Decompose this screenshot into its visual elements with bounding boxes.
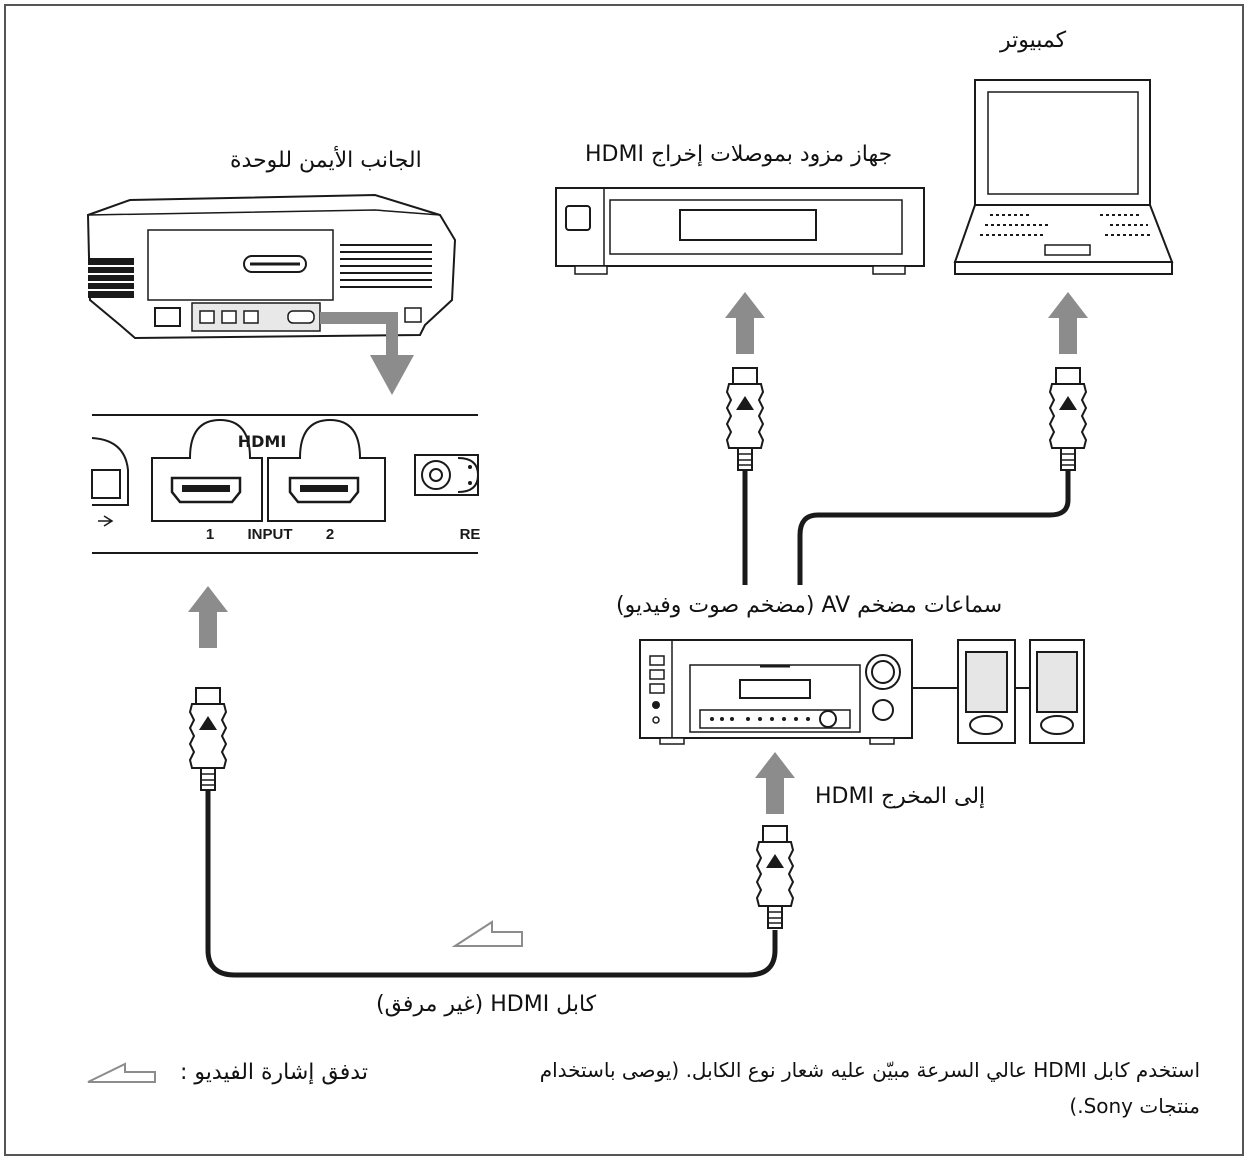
- speakers: [957, 639, 1085, 744]
- legend-flow-arrow-icon: [87, 1062, 156, 1083]
- re-label: RE: [460, 526, 481, 543]
- hdmi-plug-device: [726, 367, 764, 471]
- port-2-label: 2: [326, 526, 334, 543]
- computer: [953, 79, 1174, 275]
- to-hdmi-output-label: إلى المخرج HDMI: [815, 784, 986, 809]
- arrow-to-amplifier: [755, 752, 795, 814]
- video-flow-legend-label: تدفق إشارة الفيديو :: [180, 1060, 368, 1085]
- hdmi-logo-text: HDMI: [238, 432, 287, 451]
- projector-vent-right: [340, 244, 432, 288]
- computer-label: كمبيوتر: [1000, 28, 1067, 53]
- video-flow-arrow: [451, 920, 523, 947]
- hdmi-plug-projector: [189, 687, 227, 791]
- projector: [86, 193, 457, 395]
- unit-right-side-label: الجانب الأيمن للوحدة: [230, 148, 422, 173]
- projector-vent-left: [88, 258, 134, 298]
- hdmi-output-device-label: جهاز مزود بموصلات إخراج HDMI: [585, 142, 893, 167]
- arrow-to-projector: [188, 586, 228, 648]
- port-1-label: 1: [206, 526, 214, 543]
- hdmi-cable-label: كابل HDMI (غير مرفق): [376, 992, 597, 1017]
- usage-note-line-2: منتجات Sony.): [1069, 1094, 1200, 1118]
- arrow-to-device: [725, 292, 765, 354]
- av-amplifier: [639, 639, 1030, 745]
- input-label: INPUT: [248, 526, 293, 543]
- input-panel: HDMI 1 INPUT 2 RE: [91, 414, 481, 554]
- hdmi-plug-computer: [1049, 367, 1087, 471]
- av-amplifier-label: سماعات مضخم AV (مضخم صوت وفيديو): [616, 593, 1003, 618]
- usage-note-line-1: استخدم كابل HDMI عالي السرعة مبيّن عليه …: [539, 1058, 1200, 1082]
- usage-note: استخدم كابل HDMI عالي السرعة مبيّن عليه …: [440, 1052, 1200, 1124]
- diagram-frame: [4, 4, 1244, 1156]
- hdmi-output-device: [555, 187, 925, 275]
- cables: [205, 470, 1071, 978]
- arrow-to-computer: [1048, 292, 1088, 354]
- hdmi-plug-amplifier: [756, 825, 794, 929]
